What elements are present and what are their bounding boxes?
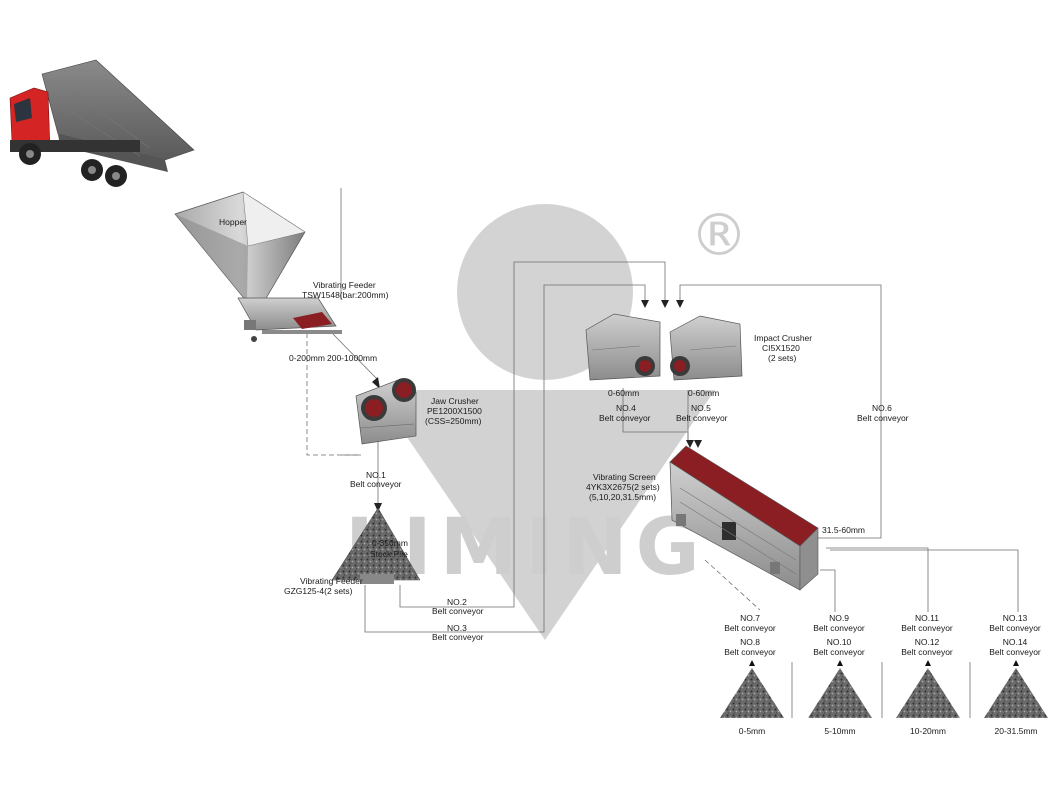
vibrating-screen [669, 445, 819, 591]
feeder-name-label: Vibrating Feeder [313, 280, 376, 290]
impact-crusher-left [585, 313, 661, 381]
conveyor-no4-number: NO.4 [616, 403, 636, 413]
jaw-crusher-setting: (CSS=250mm) [425, 416, 482, 426]
impact-crusher-right [669, 315, 743, 381]
registered-mark: ® [690, 201, 748, 269]
pile-feeder-name: Vibrating Feeder [300, 576, 363, 586]
conveyor-no5-number: NO.5 [691, 403, 711, 413]
stock-pile-size: 0-350mm [372, 538, 408, 548]
vibrating-screen-mesh: (5,10,20,31.5mm) [589, 492, 656, 502]
impact-output-left: 0-60mm [608, 388, 639, 398]
conveyor-no3-name: Belt conveyor [432, 632, 484, 642]
impact-crusher-sets: (2 sets) [768, 353, 797, 363]
conveyor-no7-number: NO.7 [740, 613, 760, 623]
flow-lines [306, 188, 1019, 718]
impact-output-right: 0-60mm [688, 388, 719, 398]
vibrating-screen-model: 4YK3X2675(2 sets) [586, 482, 660, 492]
conveyor-no12-number: NO.12 [915, 637, 940, 647]
product-pile-20-31-5 [984, 660, 1048, 718]
product-pile-5-10 [808, 660, 872, 718]
conveyor-no5-name: Belt conveyor [676, 413, 728, 423]
conveyor-no13-number: NO.13 [1003, 613, 1028, 623]
conveyor-no9-name: Belt conveyor [813, 623, 865, 633]
hopper-label: Hopper [219, 217, 247, 227]
feeder-coarse-output: 200-1000mm [327, 353, 377, 363]
conveyor-no11-number: NO.11 [915, 613, 939, 623]
conveyor-no2-number: NO.2 [447, 597, 467, 607]
conveyor-no11-name: Belt conveyor [901, 623, 953, 633]
conveyor-no14-name: Belt conveyor [989, 647, 1041, 657]
vibrating-screen-name: Vibrating Screen [593, 472, 656, 482]
conveyor-no1-number: NO.1 [366, 470, 386, 480]
stock-pile [331, 507, 421, 584]
conveyor-no4-name: Belt conveyor [599, 413, 651, 423]
impact-crusher-name: Impact Crusher [754, 333, 812, 343]
conveyor-no2-name: Belt conveyor [432, 606, 484, 616]
jaw-crusher [355, 378, 417, 445]
product-size-label: 0-5mm [739, 726, 765, 736]
product-size-label: 10-20mm [910, 726, 946, 736]
jaw-crusher-model: PE1200X1500 [427, 406, 482, 416]
truck-bed [41, 59, 195, 161]
conveyor-no10-number: NO.10 [827, 637, 852, 647]
feeder-fine-output: 0-200mm [289, 353, 325, 363]
feeder-model-label: TSW1548(bar:200mm) [302, 290, 389, 300]
conveyor-no10-name: Belt conveyor [813, 647, 865, 657]
conveyor-no1-name: Belt conveyor [350, 479, 402, 489]
conveyor-no9-number: NO.9 [829, 613, 849, 623]
product-pile-10-20 [896, 660, 960, 718]
product-size-label: 20-31.5mm [995, 726, 1038, 736]
watermark-logo-wedge [375, 390, 715, 640]
jaw-crusher-name: Jaw Crusher [431, 396, 479, 406]
watermark: LIMING ® [345, 201, 748, 640]
conveyor-no14-number: NO.14 [1003, 637, 1028, 647]
conveyor-no6-name: Belt conveyor [857, 413, 909, 423]
dump-truck [9, 59, 195, 187]
product-size-label: 5-10mm [824, 726, 855, 736]
conveyor-no13-name: Belt conveyor [989, 623, 1041, 633]
product-pile-0-5 [720, 660, 784, 718]
conveyor-no12-name: Belt conveyor [901, 647, 953, 657]
conveyor-no6-number: NO.6 [872, 403, 892, 413]
conveyor-no8-name: Belt conveyor [724, 647, 776, 657]
pile-feeder-model: GZG125-4(2 sets) [284, 586, 353, 596]
vibrating-feeder [237, 297, 342, 342]
conveyor-no3-number: NO.3 [447, 623, 467, 633]
conveyor-no8-number: NO.8 [740, 637, 760, 647]
stock-pile-name: Stock Pile [370, 549, 408, 559]
impact-crusher-model: CI5X1520 [762, 343, 800, 353]
conveyor-no7-name: Belt conveyor [724, 623, 776, 633]
screen-return-size: 31.5-60mm [822, 525, 865, 535]
hopper: Hopper [174, 191, 306, 303]
